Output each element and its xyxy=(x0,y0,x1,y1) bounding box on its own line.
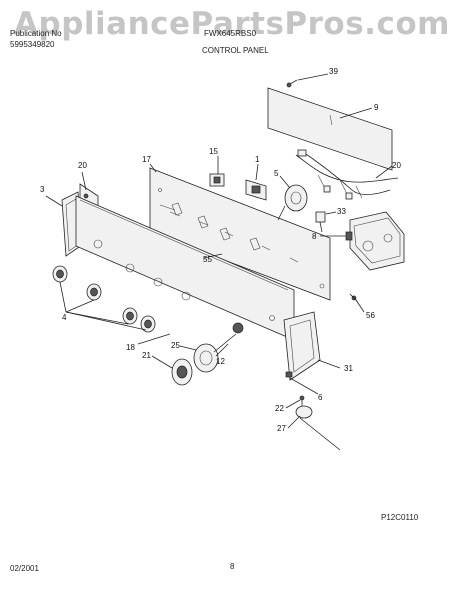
callout-21: 21 xyxy=(142,351,151,360)
callout-12: 12 xyxy=(216,357,225,366)
callout-20-right: 20 xyxy=(392,161,401,170)
callout-31: 31 xyxy=(344,364,353,373)
leader-lines xyxy=(45,73,393,429)
model-number: FWX645RBS0 xyxy=(204,29,257,38)
callout-9: 9 xyxy=(374,103,379,112)
foot-27 xyxy=(295,405,313,419)
page-number: 8 xyxy=(230,562,235,571)
control-5 xyxy=(277,184,308,221)
knob-4a xyxy=(52,265,68,283)
callout-8: 8 xyxy=(312,232,317,241)
knob-4c xyxy=(122,307,138,325)
callout-3: 3 xyxy=(40,185,45,194)
screw-22 xyxy=(299,395,305,406)
callout-17: 17 xyxy=(142,155,151,164)
timer-dial-21 xyxy=(171,343,219,386)
publication-label: Publication No xyxy=(10,29,62,38)
footer-date: 02/2001 xyxy=(10,564,39,573)
callout-5: 5 xyxy=(274,169,279,178)
section-title: CONTROL PANEL xyxy=(202,46,269,55)
part-33 xyxy=(315,211,326,233)
callout-56: 56 xyxy=(366,311,375,320)
rear-cover xyxy=(267,87,393,171)
callout-55: 55 xyxy=(203,255,212,264)
callout-22: 22 xyxy=(275,404,284,413)
callout-1: 1 xyxy=(255,155,260,164)
figure-code: P12C0110 xyxy=(381,513,419,522)
callout-25: 25 xyxy=(171,341,180,350)
switch-1 xyxy=(245,179,267,201)
console-back-panel xyxy=(149,167,331,301)
callout-18: 18 xyxy=(126,343,135,352)
timer-8 xyxy=(345,211,405,271)
publication-number: 5995349820 xyxy=(10,40,55,49)
callout-27: 27 xyxy=(277,424,286,433)
callout-4: 4 xyxy=(62,313,67,322)
clip-6 xyxy=(285,371,293,378)
callout-15: 15 xyxy=(209,147,218,156)
callout-33: 33 xyxy=(337,207,346,216)
callout-20-left: 20 xyxy=(78,161,87,170)
callout-6: 6 xyxy=(318,393,323,402)
knob-4b xyxy=(86,283,102,301)
knob-4d xyxy=(140,315,156,333)
screw-39 xyxy=(286,79,298,88)
screw-56 xyxy=(349,293,358,302)
watermark: AppliancePartsPros.com xyxy=(14,6,450,42)
callout-39: 39 xyxy=(329,67,338,76)
switch-15 xyxy=(209,173,225,187)
